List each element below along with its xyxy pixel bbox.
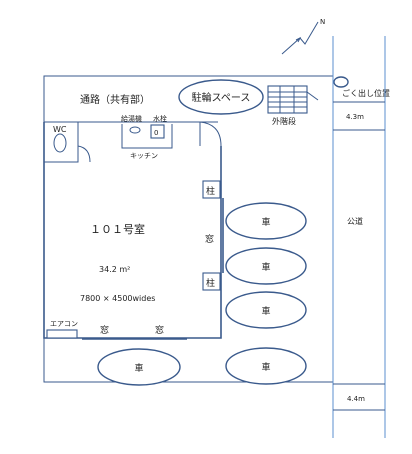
road-label: 公道: [347, 216, 363, 226]
aircon-label: エアコン: [50, 320, 78, 328]
window-bottom-right-label: 窓: [155, 324, 164, 336]
road-width-top: 4.3m: [346, 113, 364, 121]
wc-label: WC: [53, 125, 67, 134]
corridor-label: 通路（共有部）: [80, 93, 150, 106]
window-side-label: 窓: [205, 233, 214, 245]
aircon: [46, 329, 78, 339]
car-1: [225, 202, 307, 240]
pillar-top: [202, 180, 221, 199]
pillar-top-label: 柱: [206, 185, 215, 197]
wc: WC: [44, 122, 91, 163]
car-1-label: 車: [261, 216, 270, 228]
water-heater-label: 給湯機: [121, 114, 142, 123]
pillar-bottom: [202, 272, 221, 291]
north-label: N: [320, 18, 325, 26]
faucet-mark: 0: [154, 129, 158, 137]
car-2-label: 車: [261, 261, 270, 273]
bicycle-space: [178, 79, 264, 115]
room-101: １０１号室 34.2 m² 7800 × 4500wides: [43, 121, 222, 339]
garbage-location: [333, 76, 349, 88]
public-road: 4.3m 公道 4.4m: [332, 36, 386, 438]
garbage-label: ごく出し位置: [342, 88, 390, 98]
kitchen-label: キッチン: [130, 152, 158, 160]
bicycle-label: 駐輪スペース: [192, 91, 251, 104]
car-5-label: 車: [134, 362, 143, 374]
road-width-bottom: 4.4m: [347, 395, 365, 403]
car-4-label: 車: [261, 361, 270, 373]
car-5: [97, 348, 181, 386]
car-4: [225, 347, 307, 385]
car-2: [225, 247, 307, 285]
external-stairs: 外階段: [267, 85, 319, 126]
parking-spaces: 車 車 車 車 車: [97, 202, 307, 386]
size-label: 7800 × 4500wides: [80, 294, 155, 303]
car-3-label: 車: [261, 305, 270, 317]
area-label: 34.2 m²: [99, 265, 130, 274]
kitchen: 給湯機 水栓 0 キッチン: [121, 114, 173, 160]
north-arrow: N: [281, 18, 325, 55]
room-label: １０１号室: [90, 222, 145, 236]
pillar-bottom-label: 柱: [206, 277, 215, 289]
stairs-label: 外階段: [272, 116, 296, 126]
window-bottom-left-label: 窓: [100, 324, 109, 336]
faucet-label: 水栓: [153, 114, 167, 123]
car-3: [225, 291, 307, 329]
